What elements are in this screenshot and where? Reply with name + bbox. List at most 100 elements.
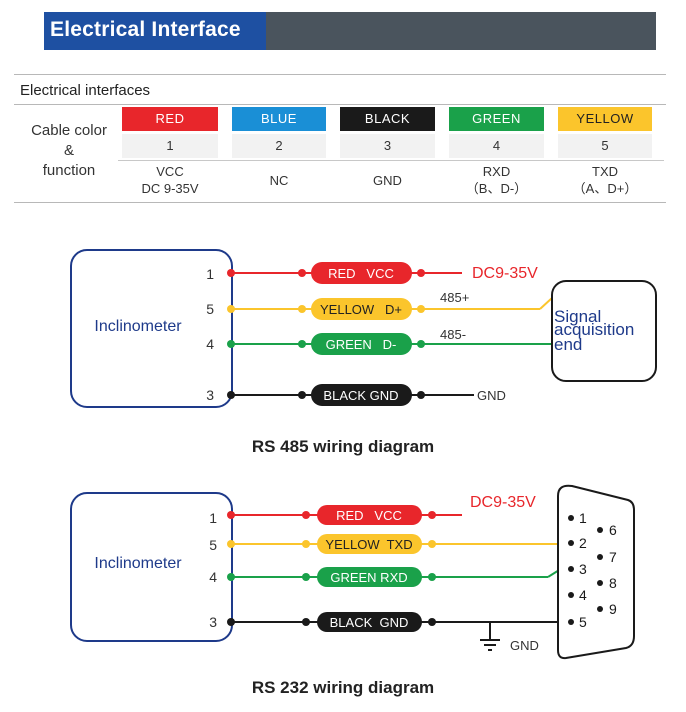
db9-pin-dot (597, 606, 603, 612)
rs485-dot (298, 269, 306, 277)
rs232-device-box (70, 492, 233, 642)
rs232-pin-4: 4 (209, 569, 217, 585)
db9-pin-6: 6 (609, 522, 617, 538)
rs232-pin-3: 3 (209, 614, 217, 630)
rs232-dot (302, 540, 310, 548)
db9-pin-dot (597, 580, 603, 586)
rs232-dot (227, 511, 235, 519)
rs232-label-yellow-text: YELLOW TXD (325, 537, 412, 552)
db9-connector-icon (557, 484, 635, 660)
rs485-target-line1: Signal (554, 307, 601, 326)
rs485-dot (227, 391, 235, 399)
table-mid-rule (118, 160, 664, 161)
function-cell-4: RXD （B、D-） (449, 163, 544, 197)
rs485-485-minus: 485- (440, 327, 466, 342)
table-header-rule (14, 104, 666, 105)
rs485-label-green (311, 333, 412, 355)
rs232-dot (428, 511, 436, 519)
rs485-label-green-text: GREEN D- (326, 337, 397, 352)
rs485-pin-3: 3 (206, 387, 214, 403)
rs232-dot (227, 618, 235, 626)
function-cell-2: NC (232, 172, 326, 189)
db9-pin-dot (568, 566, 574, 572)
rs232-pin-1: 1 (209, 510, 217, 526)
rs485-target-box (551, 280, 657, 382)
rs232-gnd-label: GND (510, 638, 539, 653)
rs232-label-yellow (317, 534, 422, 554)
rs485-gnd-label: GND (477, 388, 506, 403)
rs232-label-red (317, 505, 422, 525)
rs485-pin-4: 4 (206, 336, 214, 352)
color-cell-black: BLACK (340, 107, 435, 131)
rs485-dot (298, 340, 306, 348)
rs485-dot (298, 391, 306, 399)
row-header: Cable color & function (20, 121, 118, 181)
rs485-device-label: Inclinometer (94, 318, 182, 335)
rs485-device-box (70, 249, 233, 408)
table-top-rule (14, 74, 666, 75)
rs485-pin-5: 5 (206, 301, 214, 317)
rs232-label-black-text: BLACK GND (330, 615, 409, 630)
rs232-supply-label: DC9-35V (470, 494, 536, 511)
function-5-line2: （A、D+） (572, 181, 638, 196)
table-bottom-rule (14, 202, 666, 203)
db9-pin-4: 4 (579, 587, 587, 603)
rs232-pin-5: 5 (209, 537, 217, 553)
rs232-dot (428, 540, 436, 548)
rs232-dot (302, 511, 310, 519)
function-5-line1: TXD (592, 164, 618, 179)
row-header-line2: & (63, 142, 74, 159)
rs485-caption: RS 485 wiring diagram (251, 437, 435, 456)
rs232-caption: RS 232 wiring diagram (251, 678, 435, 697)
db9-pin-9: 9 (609, 601, 617, 617)
rs485-dot (417, 269, 425, 277)
rs485-dot (227, 305, 235, 313)
rs485-485-plus: 485+ (440, 290, 469, 305)
rs485-dot (417, 391, 425, 399)
db9-pin-2: 2 (579, 535, 587, 551)
function-4-line2: （B、D-） (465, 181, 528, 196)
rs232-device-label: Inclinometer (94, 555, 182, 572)
rs232-dot (428, 573, 436, 581)
rs232-label-red-text: RED VCC (336, 508, 402, 523)
function-1-line1: VCC (156, 164, 184, 179)
db9-pin-dot (597, 527, 603, 533)
db9-pin-5: 5 (579, 614, 587, 630)
rs485-label-black-text: BLACK GND (323, 388, 398, 403)
function-1-line2: DC 9-35V (141, 181, 199, 196)
rs485-label-yellow-text: YELLOW D+ (320, 302, 402, 317)
rs485-supply-label: DC9-35V (472, 265, 538, 282)
section-header-accent (44, 12, 266, 50)
db9-pin-dot (597, 554, 603, 560)
rs485-wire-yellow-bend (539, 297, 553, 310)
rs232-diagram: Inclinometer 1 5 4 3 RED VCC YELLOW TXD … (70, 484, 635, 660)
rs485-label-red-text: RED VCC (328, 266, 394, 281)
rs485-label-black (311, 384, 412, 406)
rs232-dot (227, 540, 235, 548)
rs232-label-green-text: GREEN RXD (330, 570, 407, 585)
pin-number-2: 2 (232, 134, 326, 158)
rs485-target-line2: acquisition (554, 320, 634, 339)
pin-number-4: 4 (449, 134, 544, 158)
function-cell-1: VCC DC 9-35V (122, 163, 218, 197)
rs485-dot (417, 340, 425, 348)
function-3-line1: GND (373, 173, 402, 188)
rs232-dot (302, 618, 310, 626)
rs485-dot (227, 340, 235, 348)
row-header-line3: function (42, 162, 96, 179)
db9-pin-dot (568, 619, 574, 625)
rs232-dot (428, 618, 436, 626)
rs232-dot (302, 573, 310, 581)
function-2-line1: NC (269, 173, 289, 188)
pin-number-3: 3 (340, 134, 435, 158)
row-header-line1: Cable color (31, 122, 107, 139)
function-4-line1: RXD (482, 164, 511, 179)
rs485-label-yellow (311, 298, 412, 320)
db9-pin-8: 8 (609, 575, 617, 591)
function-cell-5: TXD （A、D+） (558, 163, 652, 197)
pin-number-1: 1 (122, 134, 218, 158)
rs485-target-line3: end (554, 335, 582, 354)
rs232-dot (227, 573, 235, 581)
db9-pin-7: 7 (609, 549, 617, 565)
rs485-diagram: Inclinometer 1 5 4 3 RED VCC YELLOW D+ G… (70, 249, 657, 408)
